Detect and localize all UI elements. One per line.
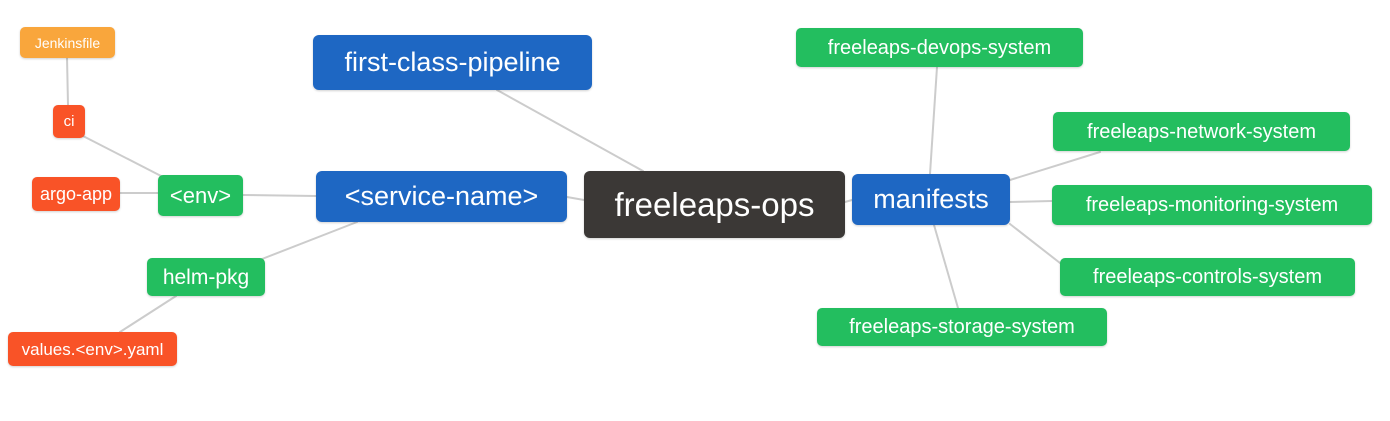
node-freeleaps-network-system[interactable]: freeleaps-network-system [1053, 112, 1350, 151]
node-argo-app[interactable]: argo-app [32, 177, 120, 211]
node-env[interactable]: <env> [158, 175, 243, 216]
edge-service-name-to-freeleaps-ops [566, 196, 585, 201]
edge-helm-pkg-to-values-env-yaml [119, 295, 177, 333]
node-jenkinsfile[interactable]: Jenkinsfile [20, 27, 115, 58]
node-ci[interactable]: ci [53, 105, 85, 138]
node-helm-pkg[interactable]: helm-pkg [147, 258, 265, 296]
node-freeleaps-devops-system[interactable]: freeleaps-devops-system [796, 28, 1083, 67]
node-manifests[interactable]: manifests [852, 174, 1010, 225]
node-freeleaps-storage-system[interactable]: freeleaps-storage-system [817, 308, 1107, 346]
edge-manifests-to-freeleaps-monitoring-system [1009, 200, 1053, 203]
edge-jenkinsfile-to-ci [66, 56, 69, 106]
node-freeleaps-controls-system[interactable]: freeleaps-controls-system [1060, 258, 1355, 296]
edge-manifests-to-freeleaps-controls-system [1009, 223, 1061, 264]
edge-manifests-to-freeleaps-storage-system [933, 224, 959, 309]
node-service-name[interactable]: <service-name> [316, 171, 567, 222]
node-values-env-yaml[interactable]: values.<env>.yaml [8, 332, 177, 366]
edge-manifests-to-freeleaps-devops-system [929, 66, 938, 175]
node-freeleaps-ops[interactable]: freeleaps-ops [584, 171, 845, 238]
node-freeleaps-monitoring-system[interactable]: freeleaps-monitoring-system [1052, 185, 1372, 225]
edge-freeleaps-ops-to-manifests [844, 199, 853, 203]
edge-manifests-to-freeleaps-network-system [1009, 151, 1101, 181]
edge-first-class-pipeline-to-freeleaps-ops [496, 89, 644, 172]
edge-env-to-service-name [242, 194, 317, 197]
edge-service-name-to-helm-pkg [261, 221, 358, 260]
edge-ci-to-env [82, 135, 164, 178]
node-first-class-pipeline[interactable]: first-class-pipeline [313, 35, 592, 90]
